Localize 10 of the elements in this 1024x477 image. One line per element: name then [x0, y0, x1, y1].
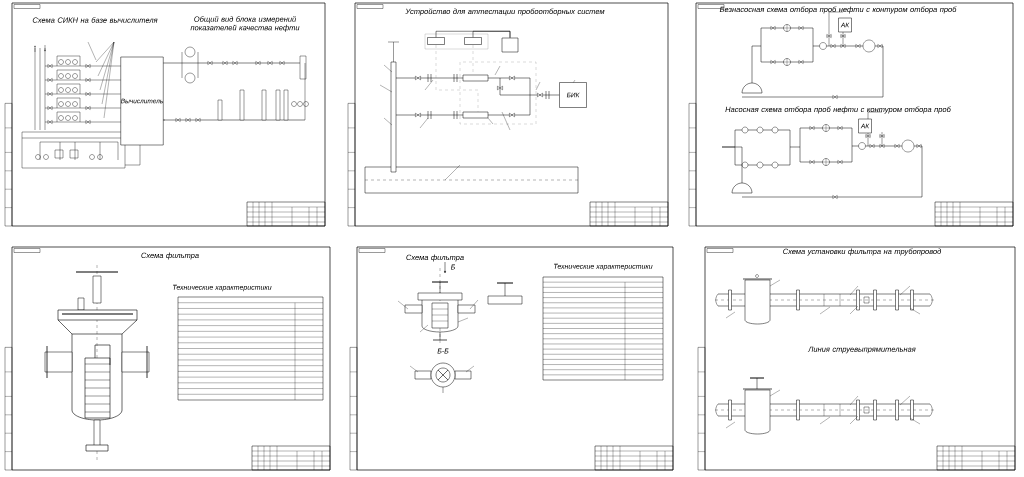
drawing-sheet — [347, 2, 669, 227]
drawing-sheet — [349, 246, 674, 471]
device-box — [464, 37, 482, 45]
connecting-line — [472, 31, 511, 38]
drawing-sheet — [688, 2, 1014, 227]
drawing-sheet — [4, 246, 331, 471]
device-box — [427, 37, 445, 45]
drawing-sheet — [697, 246, 1016, 471]
device-box — [501, 37, 519, 53]
drawing-sheet — [4, 2, 326, 227]
